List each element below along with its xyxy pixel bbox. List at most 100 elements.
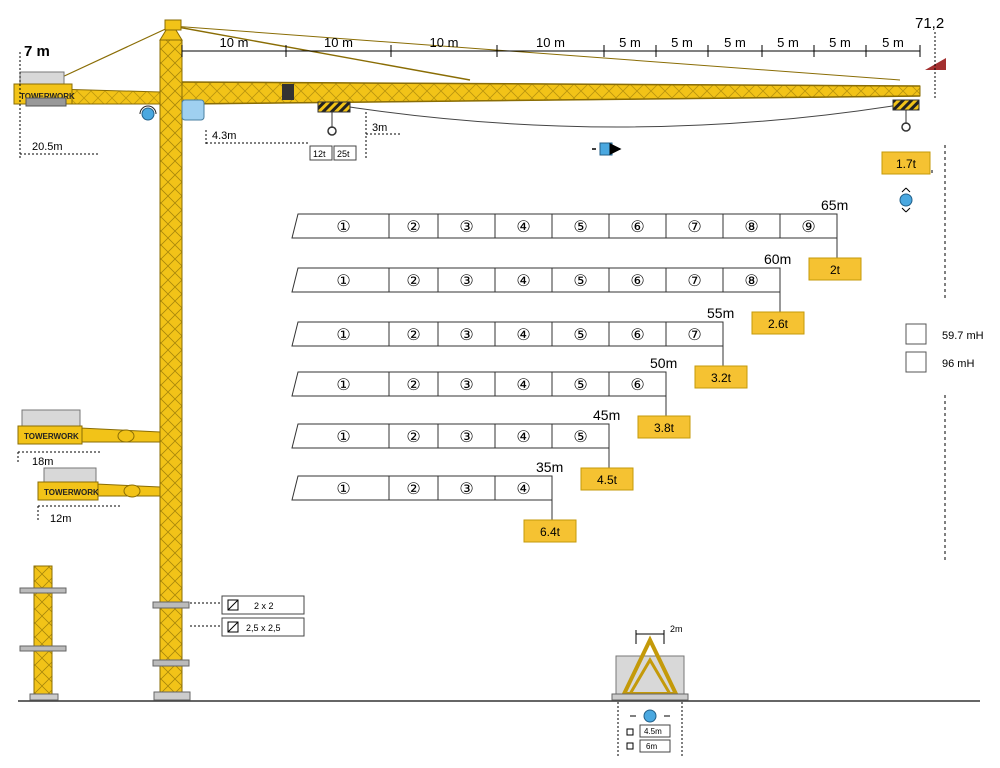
section-number: ② — [406, 219, 420, 236]
jib-config-length: 45m — [593, 407, 620, 423]
tip-trolley-hook — [892, 99, 920, 132]
jib-config-row: ① ② ③ ④ ⑤ 45m 4.5t — [291, 407, 634, 491]
section-number: ⑧ — [744, 219, 758, 236]
jib-segment-label: 10 m — [430, 35, 459, 50]
base-rotation-icon — [643, 709, 657, 723]
section-number: ③ — [459, 219, 473, 236]
section-number: ② — [406, 481, 420, 498]
section-number: ⑦ — [687, 219, 701, 236]
section-number: ④ — [516, 273, 530, 290]
section-number: ⑤ — [573, 377, 587, 394]
jib-gearbox — [282, 84, 294, 100]
height-marker: 71,2 — [915, 15, 944, 32]
jib-segment-label: 5 m — [619, 35, 641, 50]
trolley-hook — [317, 101, 351, 136]
jib — [181, 58, 946, 128]
counter-jib-variant-12m: TOWERWORK 12m — [37, 467, 161, 525]
section-number: ① — [336, 219, 350, 236]
trolley-drop: 3m — [372, 122, 387, 134]
jib-segment-label: 5 m — [671, 35, 693, 50]
mast-option: 2 x 2 — [254, 601, 274, 611]
counter-jib-length: 7 m — [24, 43, 50, 60]
section-number: ⑤ — [573, 327, 587, 344]
section-number: ② — [406, 429, 420, 446]
jib-segment-label: 10 m — [324, 35, 353, 50]
mast-section-detail — [19, 565, 67, 701]
section-number: ③ — [459, 481, 473, 498]
base-size-box — [639, 739, 671, 753]
jib-config-load: 2t — [830, 263, 841, 277]
section-number: ⑤ — [573, 273, 587, 290]
section-number: ④ — [516, 327, 530, 344]
trolley-capacity: 25t — [337, 149, 350, 159]
jib-config-load: 4.5t — [597, 473, 618, 487]
section-number: ② — [406, 273, 420, 290]
counter-jib: TOWERWORK — [13, 71, 161, 107]
section-number: ① — [336, 481, 350, 498]
jib-config-outline — [291, 321, 724, 347]
jib-config-length: 50m — [650, 355, 677, 371]
height-legend: 59.7 mH 96 mH — [905, 323, 984, 373]
slewing-icon — [139, 105, 157, 121]
jib-config-load: 3.8t — [654, 421, 675, 435]
variant-brand: TOWERWORK — [24, 432, 79, 441]
jib-segment-label: 5 m — [829, 35, 851, 50]
jib-config-load: 6.4t — [540, 525, 561, 539]
jib-config-load: 3.2t — [711, 371, 732, 385]
section-number: ⑤ — [573, 429, 587, 446]
section-number: ④ — [516, 429, 530, 446]
base-size-box — [626, 728, 634, 736]
jib-config-length: 55m — [707, 305, 734, 321]
height-option-box — [905, 323, 927, 345]
jib-config-load-box — [751, 311, 805, 335]
section-number: ① — [336, 429, 350, 446]
jib-segment-label: 10 m — [536, 35, 565, 50]
base-size-box — [626, 742, 634, 750]
trolley-travel-icon — [592, 143, 620, 155]
section-number: ① — [336, 327, 350, 344]
counter-jib-radius: 20.5m — [32, 141, 63, 153]
variant-brand: TOWERWORK — [44, 488, 99, 497]
section-number: ⑦ — [687, 273, 701, 290]
jib-segment-label: 5 m — [882, 35, 904, 50]
trolley-offset: 4.3m — [212, 130, 236, 142]
jib-config-length: 65m — [821, 197, 848, 213]
section-number: ③ — [459, 327, 473, 344]
mast-option: 2,5 x 2,5 — [246, 623, 281, 633]
section-number: ③ — [459, 377, 473, 394]
mast-base — [153, 691, 191, 701]
section-number: ⑦ — [687, 327, 701, 344]
jib-config-load-box — [808, 257, 862, 281]
mast-collar — [152, 659, 190, 667]
jib-config-length: 60m — [764, 251, 791, 267]
section-number: ⑥ — [630, 273, 644, 290]
section-number: ③ — [459, 429, 473, 446]
section-number: ⑧ — [744, 273, 758, 290]
section-number: ① — [336, 273, 350, 290]
operator-cab — [181, 99, 205, 121]
jib-segment-label: 5 m — [724, 35, 746, 50]
height-option-box — [905, 351, 927, 373]
jib-config-length: 35m — [536, 459, 563, 475]
section-number: ⑤ — [573, 219, 587, 236]
height-option: 96 mH — [942, 358, 974, 370]
jib-config-load-box — [637, 415, 691, 439]
section-number: ④ — [516, 377, 530, 394]
section-number: ⑥ — [630, 219, 644, 236]
mast-section-legend: 2 x 2 2,5 x 2,5 — [190, 595, 305, 637]
tip-load-box — [881, 151, 931, 175]
base-size-box — [639, 724, 671, 738]
jib-config-load-box — [580, 467, 634, 491]
hoist-icon — [899, 187, 913, 213]
base-size: 4.5m — [644, 727, 662, 736]
section-number: ⑥ — [630, 377, 644, 394]
section-number: ② — [406, 377, 420, 394]
trolley-capacity: 12t — [313, 149, 326, 159]
counterweight-stack — [25, 97, 67, 107]
